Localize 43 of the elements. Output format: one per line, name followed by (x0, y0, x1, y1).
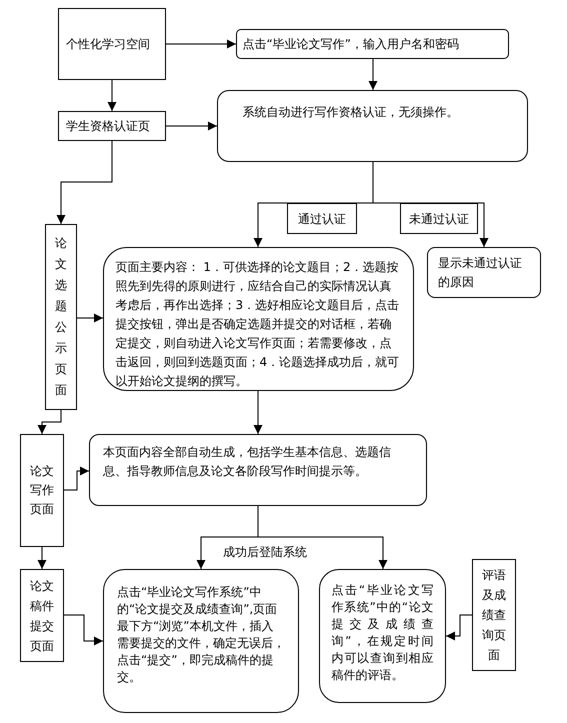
page-box (58, 8, 166, 80)
arrow (64, 614, 104, 646)
node-text: 个性化学习空间 (66, 36, 151, 52)
node-text: 本页面内容全部自动生成，包括学生基本信息、选题信息、指导教师信息及论文各阶段写作时间提示等。 (103, 444, 392, 480)
process-box (319, 569, 446, 703)
arrow (258, 506, 388, 570)
arrow (372, 162, 488, 248)
process-box (89, 434, 427, 506)
edge-label: 通过认证 (287, 203, 357, 234)
process-box (217, 90, 528, 162)
process-box (103, 247, 414, 391)
page-box (58, 111, 166, 141)
page-box (472, 559, 516, 671)
arrow (446, 614, 472, 640)
process-box (427, 247, 541, 298)
node-text: 学生资格认证页 (66, 118, 151, 134)
edge-label: 成功后登陆系统 (220, 544, 310, 560)
page-box (20, 434, 64, 547)
node-text: 点击“毕业论文写作系统”中的“论文提交及成绩查询”，在规定时间内可以查询到相应稿件的评语。 (332, 582, 434, 684)
node-text: 点击“毕业论文写作”，输入用户名和密码 (242, 36, 460, 52)
arrow (76, 314, 104, 322)
process-box (103, 569, 299, 713)
arrow (166, 40, 236, 48)
node-text: 论文写作页面 (29, 463, 55, 518)
page-box (45, 224, 77, 410)
process-box (236, 29, 509, 59)
arrow (254, 390, 262, 434)
node-text: 点击“毕业论文写作系统”中的“论文提交及成绩查询”,页面最下方“浏览”本机文件，插入需要提交的文件，确定无误后，点击“提交”，即完成稿件的提交。 (117, 584, 285, 686)
arrow (166, 122, 218, 130)
node-text: 论文选题公示页面 (55, 235, 67, 399)
arrow (108, 80, 116, 112)
edge-label: 未通过认证 (400, 203, 478, 234)
node-text: 系统自动进行写作资格认证，无须操作。 (242, 104, 460, 121)
node-text: 论文稿件提交页面 (29, 578, 55, 654)
arrow (64, 466, 90, 490)
node-text: 评语及成绩查询页面 (481, 567, 507, 664)
arrow (368, 58, 378, 90)
arrow (56, 140, 112, 224)
arrow (38, 546, 46, 570)
node-text: 页面主要内容： 1．可供选择的论文题目；2．选题按照先到先得的原则进行，应结合自己的实际情况认真考虑后，再作出选择；3．选好相应论文题目后，点击提交按钮，弹出是否确定选题并提交的对话框，若确定提交，则自动进入论文写作页面；若需要修改，点击返回，则回到选题页面；4．论题选择成功后，就可以开始论文提纲的撰写。 (116, 259, 400, 390)
page-box (20, 569, 64, 662)
arrow (38, 410, 62, 434)
node-text: 显示未通过认证的原因 (438, 254, 523, 290)
